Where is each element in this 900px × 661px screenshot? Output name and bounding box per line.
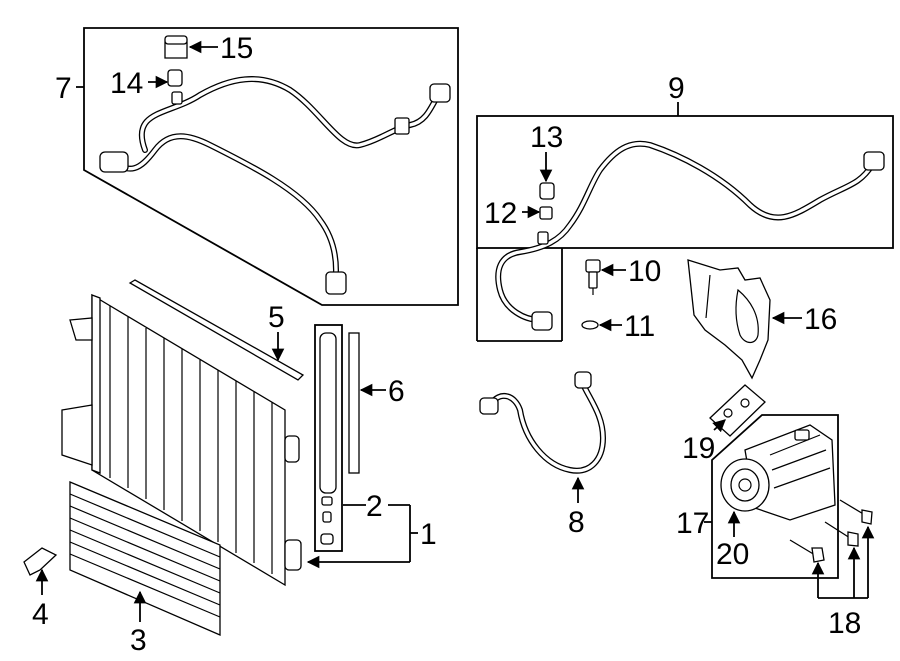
service-cap-15[interactable] bbox=[164, 35, 188, 59]
air-deflector-3[interactable] bbox=[69, 481, 221, 636]
ac-liquid-line-9[interactable] bbox=[495, 140, 885, 331]
callout-16: 16 bbox=[804, 303, 837, 336]
bracket-4[interactable] bbox=[23, 547, 58, 576]
callout-14: 14 bbox=[110, 67, 143, 100]
callout-10: 10 bbox=[628, 255, 661, 288]
clutch-pulley-20[interactable] bbox=[738, 478, 752, 492]
callout-15: 15 bbox=[220, 32, 253, 65]
callout-8: 8 bbox=[568, 506, 585, 539]
callout-3: 3 bbox=[130, 624, 147, 657]
callout-2: 2 bbox=[366, 490, 383, 523]
ac-suction-hose-7[interactable] bbox=[99, 76, 451, 295]
callout-4: 4 bbox=[32, 598, 49, 631]
valve-core-14[interactable] bbox=[167, 69, 183, 87]
callout-6: 6 bbox=[388, 375, 405, 408]
callout-13: 13 bbox=[530, 121, 563, 154]
heat-shield-16[interactable] bbox=[687, 259, 771, 380]
callout-19: 19 bbox=[682, 432, 715, 465]
line-group-9 bbox=[476, 115, 894, 342]
callout-11: 11 bbox=[624, 310, 655, 343]
condenser-seal-5[interactable] bbox=[128, 279, 305, 381]
callout-1: 1 bbox=[420, 518, 437, 551]
ac-compressor-17[interactable] bbox=[720, 424, 836, 521]
callout-labels: 15 14 7 9 13 12 10 11 16 5 6 8 2 1 4 3 1… bbox=[32, 32, 861, 657]
o-ring-11[interactable] bbox=[581, 320, 599, 330]
ac-condenser-1[interactable] bbox=[61, 293, 302, 587]
service-cap-13[interactable] bbox=[539, 182, 555, 200]
valve-core-12[interactable] bbox=[539, 206, 553, 220]
line-group-7 bbox=[83, 27, 459, 306]
seal-plate-19[interactable] bbox=[709, 384, 766, 437]
mounting-bolts-18[interactable] bbox=[789, 499, 873, 563]
pressure-switch-10[interactable] bbox=[585, 259, 601, 295]
condenser-fins bbox=[109, 306, 273, 574]
callout-17: 17 bbox=[676, 507, 709, 540]
callout-5: 5 bbox=[268, 301, 285, 334]
ac-discharge-hose-8[interactable] bbox=[479, 371, 606, 474]
callout-7: 7 bbox=[55, 72, 72, 105]
callout-12: 12 bbox=[484, 197, 517, 230]
receiver-dryer-2[interactable] bbox=[314, 324, 343, 552]
compressor-group-17 bbox=[711, 414, 839, 579]
leader-lines bbox=[35, 40, 875, 622]
callout-20: 20 bbox=[716, 538, 749, 571]
callout-9: 9 bbox=[668, 72, 685, 105]
callout-18: 18 bbox=[828, 607, 861, 640]
condenser-seal-6[interactable] bbox=[348, 332, 360, 474]
